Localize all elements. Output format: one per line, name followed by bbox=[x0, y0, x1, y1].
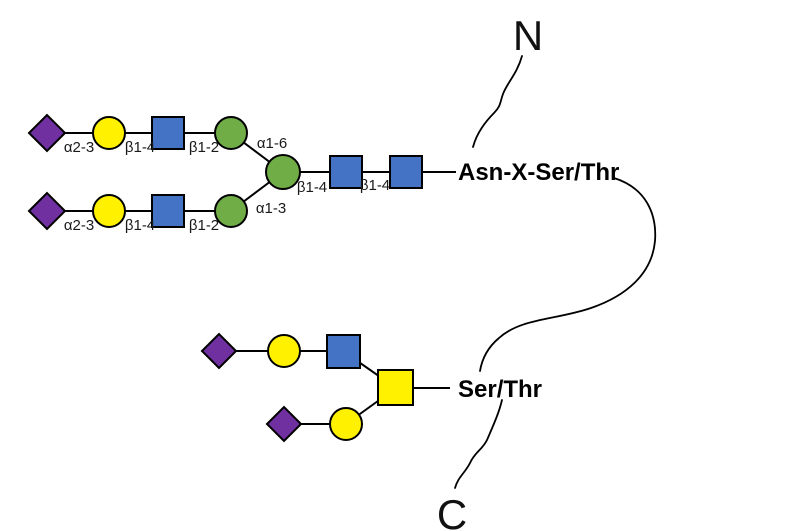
backbone-curve-n-terminus bbox=[472, 55, 523, 148]
galactose-circle-icon bbox=[329, 407, 363, 441]
glcnac-square-icon bbox=[326, 334, 361, 369]
neu5ac-diamond-icon bbox=[200, 332, 238, 370]
c-terminus-label: C bbox=[437, 491, 467, 531]
n-glycan-sequon-label: Asn-X-Ser/Thr bbox=[458, 159, 619, 186]
linkage-label-lower-b12: β1-2 bbox=[189, 217, 219, 234]
galactose-circle-icon bbox=[92, 116, 126, 150]
n-glycan-shapes bbox=[27, 113, 423, 231]
protein-backbone-curves bbox=[454, 55, 657, 489]
mannose-circle-icon bbox=[214, 116, 248, 150]
linkage-label-a16: α1-6 bbox=[257, 135, 287, 152]
galactose-circle-icon bbox=[92, 194, 126, 228]
linkage-label-core-b14-1: β1-4 bbox=[297, 179, 327, 196]
backbone-curve-c-terminus bbox=[454, 399, 503, 489]
linkage-label-lower-a23: α2-3 bbox=[64, 217, 94, 234]
glcnac-square-icon bbox=[389, 155, 423, 189]
galnac-square-icon bbox=[377, 369, 414, 406]
n-terminus-label: N bbox=[513, 12, 543, 59]
linkage-label-lower-b14: β1-4 bbox=[125, 217, 155, 234]
neu5ac-diamond-icon bbox=[265, 405, 303, 443]
mannose-circle-icon bbox=[214, 194, 248, 228]
linkage-label-upper-b12: β1-2 bbox=[189, 139, 219, 156]
glcnac-square-icon bbox=[329, 155, 363, 189]
o-glycan-site-label: Ser/Thr bbox=[458, 376, 542, 403]
glcnac-square-icon bbox=[151, 116, 185, 150]
glcnac-square-icon bbox=[151, 194, 185, 228]
galactose-circle-icon bbox=[267, 334, 301, 368]
backbone-curve-middle bbox=[479, 177, 657, 372]
mannose-circle-icon bbox=[265, 154, 301, 190]
o-glycan-shapes bbox=[200, 332, 414, 443]
neu5ac-diamond-icon bbox=[27, 191, 67, 231]
linkage-label-a13: α1-3 bbox=[256, 200, 286, 217]
linkage-label-upper-a23: α2-3 bbox=[64, 139, 94, 156]
linkage-label-upper-b14: β1-4 bbox=[125, 139, 155, 156]
neu5ac-diamond-icon bbox=[27, 113, 67, 153]
linkage-label-core-b14-2: β1-4 bbox=[360, 177, 390, 194]
